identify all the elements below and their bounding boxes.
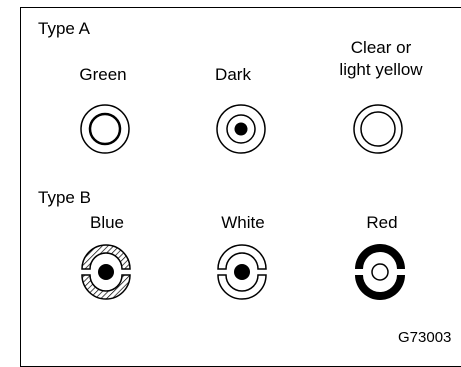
- figure-code: G73003: [398, 329, 452, 346]
- dark-symbol: [216, 104, 266, 154]
- label-blue: Blue: [89, 213, 125, 232]
- label-dark: Dark: [215, 65, 251, 84]
- valve-symbols: [80, 104, 405, 300]
- blue-symbol: [81, 244, 131, 300]
- label-red: Red: [366, 213, 398, 232]
- red-symbol: [355, 244, 405, 300]
- type-a-heading: Type A: [38, 19, 90, 38]
- label-green: Green: [79, 65, 127, 84]
- white-symbol: [217, 244, 267, 300]
- label-clear-line1: Clear or: [350, 38, 412, 57]
- type-b-heading: Type B: [38, 188, 91, 207]
- label-white: White: [221, 213, 265, 232]
- label-clear-line2: light yellow: [339, 60, 423, 79]
- green-symbol: [80, 104, 130, 154]
- clear-symbol: [353, 104, 403, 154]
